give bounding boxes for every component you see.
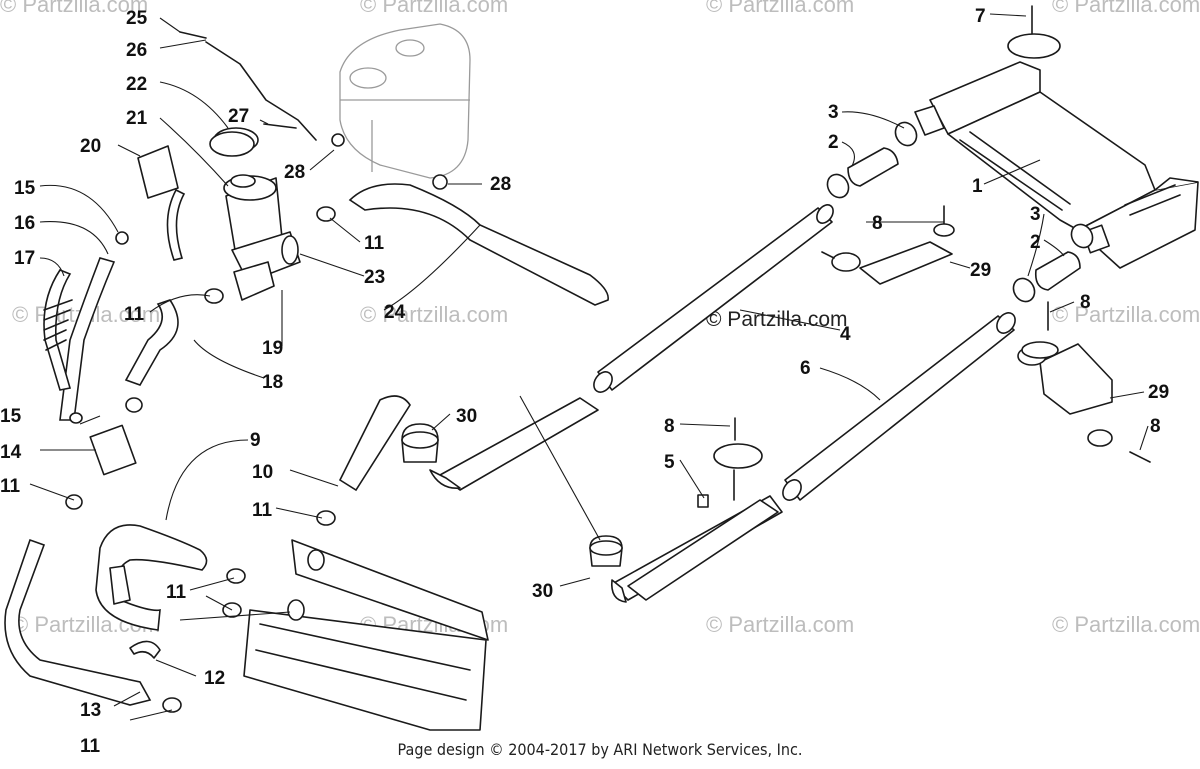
callout-10: 10 — [252, 462, 273, 483]
callout-3: 3 — [828, 102, 839, 123]
hoses — [4, 183, 609, 706]
callout-11: 11 — [166, 582, 187, 603]
chassis-panel — [243, 539, 489, 731]
center-plate — [627, 499, 779, 601]
grommets — [401, 423, 623, 567]
callout-24: 24 — [384, 302, 406, 323]
watermark: © Partzilla.com — [1052, 612, 1200, 637]
callout-12: 12 — [204, 668, 225, 689]
watermark: © Partzilla.com — [0, 0, 148, 17]
callout-15: 15 — [0, 406, 22, 427]
callout-27: 27 — [228, 106, 249, 127]
callout-30: 30 — [532, 581, 553, 602]
callout-26: 26 — [126, 40, 147, 61]
callout-29: 29 — [970, 260, 991, 281]
callout-8: 8 — [664, 416, 675, 437]
watermark: © Partzilla.com — [360, 0, 508, 17]
footer-copyright: Page design © 2004-2017 by ARI Network S… — [397, 740, 803, 759]
clamps — [65, 31, 448, 713]
exhaust-tube-upper — [429, 204, 834, 491]
callout-11: 11 — [0, 476, 21, 497]
bracket-upper — [831, 241, 953, 285]
watermark: © Partzilla.com — [1052, 302, 1200, 327]
callout-8: 8 — [1150, 416, 1161, 437]
leader-lines — [29, 13, 1149, 721]
callouts: 7 3 2 1 3 2 8 29 8 4 6 29 8 8 5 30 30 25… — [0, 6, 1169, 757]
callout-16: 16 — [14, 213, 35, 234]
callout-9: 9 — [250, 430, 261, 451]
callout-8: 8 — [1080, 292, 1091, 313]
callout-28: 28 — [284, 162, 305, 183]
callout-15: 15 — [14, 178, 36, 199]
callout-13: 13 — [80, 700, 101, 721]
watermark-layer: © Partzilla.com © Partzilla.com © Partzi… — [0, 0, 1200, 637]
callout-6: 6 — [800, 358, 811, 379]
callout-1: 1 — [972, 176, 983, 197]
callout-20: 20 — [80, 136, 101, 157]
callout-2: 2 — [1030, 232, 1041, 253]
watermark: © Partzilla.com — [706, 612, 854, 637]
callout-4: 4 — [840, 324, 851, 345]
callout-17: 17 — [14, 248, 35, 269]
callout-11: 11 — [252, 500, 273, 521]
callout-3: 3 — [1030, 204, 1041, 225]
coupler-upper — [826, 121, 918, 199]
coolant-reservoir — [213, 127, 301, 301]
callout-23: 23 — [364, 267, 385, 288]
watermark: © Partzilla.com — [360, 302, 508, 327]
watermark-main: © Partzilla.com — [706, 308, 848, 331]
callout-29: 29 — [1148, 382, 1169, 403]
callout-5: 5 — [664, 452, 675, 473]
callout-11: 11 — [124, 304, 145, 325]
callout-11: 11 — [364, 233, 385, 254]
bracket-lower — [1017, 343, 1113, 447]
callout-21: 21 — [126, 108, 148, 129]
tank-outline — [339, 23, 471, 179]
callout-14: 14 — [0, 442, 22, 463]
callout-19: 19 — [262, 338, 283, 359]
watermark: © Partzilla.com — [706, 0, 854, 17]
callout-25: 25 — [126, 8, 148, 29]
callout-30: 30 — [456, 406, 477, 427]
watermark: © Partzilla.com — [1052, 0, 1200, 17]
callout-7: 7 — [975, 6, 986, 27]
callout-22: 22 — [126, 74, 147, 95]
callout-18: 18 — [262, 372, 283, 393]
callout-8: 8 — [872, 213, 883, 234]
callout-2: 2 — [828, 132, 839, 153]
coupler-lower — [1012, 223, 1094, 303]
fasteners — [697, 5, 1151, 508]
muffler — [914, 61, 1199, 269]
callout-11: 11 — [80, 736, 101, 757]
callout-28: 28 — [490, 174, 511, 195]
